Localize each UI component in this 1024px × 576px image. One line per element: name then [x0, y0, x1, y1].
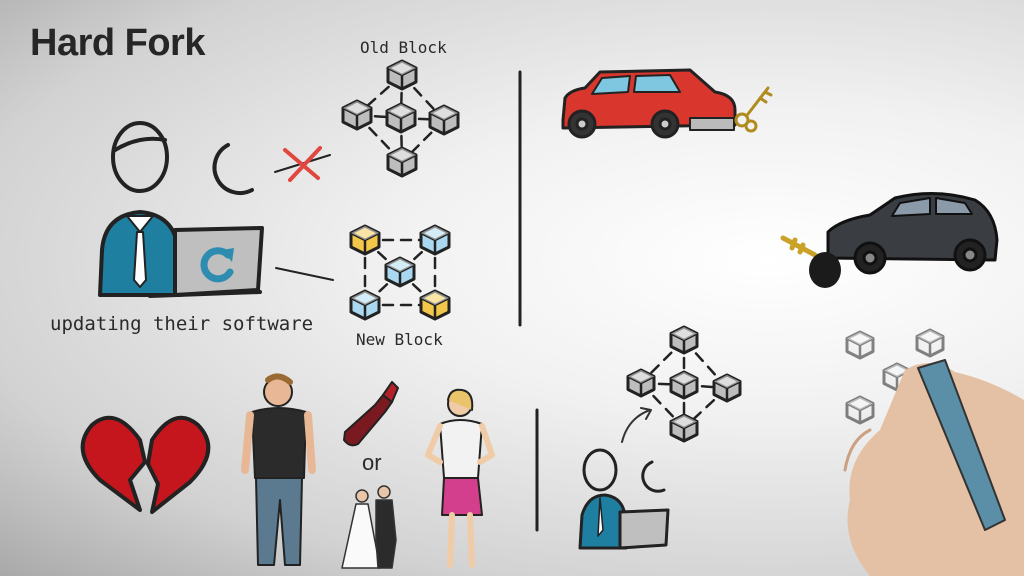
arrow-icon [621, 407, 652, 443]
small-user-icon [578, 448, 670, 550]
new-block-label: New Block [356, 330, 443, 349]
cube-icon [626, 368, 656, 398]
man-figure [241, 373, 316, 566]
cube-icon [669, 413, 699, 443]
cube-icon [845, 395, 875, 425]
wine-bottle-icon [343, 381, 399, 447]
updating-software-caption: updating their software [50, 313, 314, 335]
small-moon-icon [641, 460, 666, 493]
title: Hard Fork [30, 22, 205, 64]
marker-icon [917, 359, 1006, 531]
wedding-couple-icon [341, 485, 397, 569]
drawing-hand [843, 359, 1024, 576]
broken-heart-icon [80, 415, 211, 514]
gold-key-icon [734, 86, 773, 133]
or-label: or [362, 450, 382, 475]
cube-icon [712, 373, 742, 403]
cube-icon [349, 289, 381, 321]
cube-icon [341, 99, 373, 131]
cube-icon [419, 289, 451, 321]
refresh-icon [200, 247, 234, 283]
cube-icon [845, 330, 875, 360]
cube-icon [349, 224, 381, 256]
black-key-icon [780, 235, 841, 288]
old-block-network [341, 59, 460, 178]
woman-figure [425, 388, 495, 568]
cross-icon [274, 146, 331, 182]
moon-icon [212, 143, 254, 195]
dark-car-icon [826, 192, 999, 275]
cube-icon [386, 59, 418, 91]
connector-line [275, 267, 334, 281]
cube-icon [915, 328, 945, 358]
new-block-network [349, 224, 451, 321]
cube-icon [428, 104, 460, 136]
cube-icon [386, 146, 418, 178]
cube-icon [669, 325, 699, 355]
cube-icon [385, 102, 417, 134]
cube-icon [669, 370, 699, 400]
cube-icon [419, 224, 451, 256]
red-car-icon [561, 68, 737, 139]
user-head-icon [111, 121, 169, 193]
user-at-laptop-icon [98, 210, 264, 298]
old-block-label: Old Block [360, 38, 447, 57]
bottom-block-network [626, 325, 742, 443]
cube-icon [384, 256, 416, 288]
